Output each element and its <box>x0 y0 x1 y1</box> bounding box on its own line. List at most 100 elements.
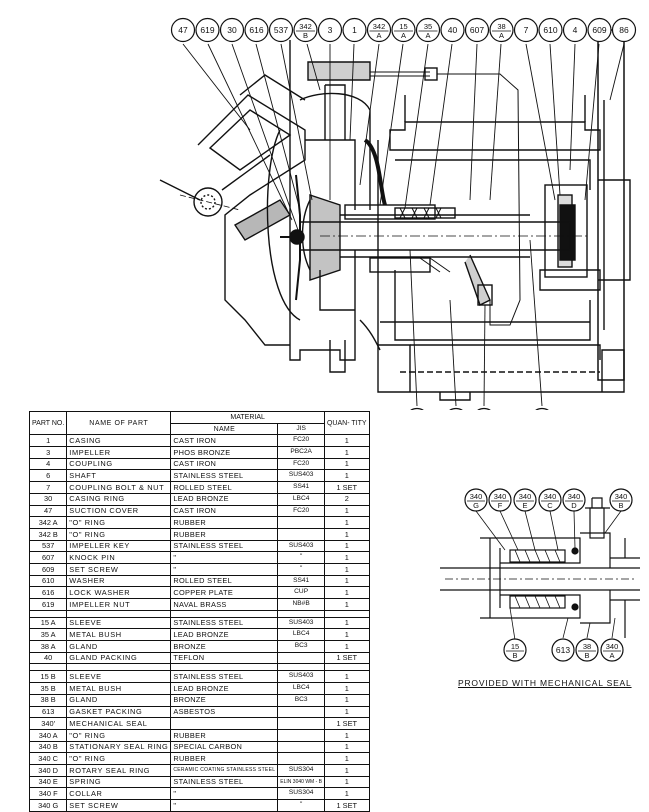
cell-part-no: 610 <box>28 574 68 588</box>
balloon-number: 47 <box>178 25 188 35</box>
cell-jis <box>277 728 325 742</box>
cell-material: SPECIAL CARBON <box>170 740 279 754</box>
cell-quantity: 1 <box>323 457 370 471</box>
cell-part-no: 616 <box>28 586 68 599</box>
cell-part-no: 15 A <box>28 616 68 630</box>
callout-balloon-15b: 15B <box>503 638 527 662</box>
pump-casing <box>266 40 521 373</box>
cell-jis: " <box>277 551 325 564</box>
balloon-circle <box>600 638 624 662</box>
cell-part-name: SHAFT <box>66 469 172 483</box>
callout-balloon-7: 7 <box>513 17 539 43</box>
cell-part-no: 340 G <box>28 799 68 812</box>
balloon-suffix: G <box>473 501 479 510</box>
cell-jis: BC3 <box>277 693 325 707</box>
balloon-number: 4 <box>573 25 578 35</box>
cell-material: RUBBER <box>170 728 279 742</box>
cell-material: ROLLED STEEL <box>170 481 279 494</box>
balloon-circle <box>244 17 269 43</box>
cell-material: BRONZE <box>170 640 279 653</box>
cell-part-name: IMPELLER NUT <box>66 598 172 611</box>
balloon-circle <box>513 17 539 43</box>
balloon-suffix: B <box>618 501 623 510</box>
balloon-circle <box>575 638 599 662</box>
cell-material: CAST IRON <box>170 457 279 471</box>
cell-material: RUBBER <box>170 516 279 529</box>
balloon-number: 40 <box>448 25 458 35</box>
balloon-number: 35 <box>424 22 432 31</box>
balloon-number: 340 <box>544 492 557 501</box>
balloon-suffix: E <box>522 501 527 510</box>
cell-part-name: CASING RING <box>66 492 172 506</box>
cell-jis <box>277 752 325 765</box>
balloon-number: 1 <box>352 25 357 35</box>
balloon-circle <box>415 17 441 43</box>
balloon-suffix: F <box>498 501 503 510</box>
balloon-circle <box>391 17 416 43</box>
cell-quantity: 1 <box>323 640 370 653</box>
cell-part-no: 607 <box>28 551 68 564</box>
balloon-suffix: D <box>571 501 577 510</box>
balloon-circle <box>513 488 537 512</box>
balloon-circle <box>342 17 367 43</box>
cell-quantity: 1 <box>323 787 370 800</box>
cell-part-no: 340 D <box>28 763 68 777</box>
cell-material: CAST IRON <box>170 504 279 518</box>
balloon-suffix: B <box>584 651 589 660</box>
cell-part-name: "O" RING <box>66 527 172 541</box>
cell-part-name: KNOCK PIN <box>66 551 172 564</box>
cell-jis: " <box>277 562 325 576</box>
table-spacer-row <box>28 663 370 672</box>
cell-part-name: METAL BUSH <box>66 682 172 695</box>
balloon-number: 3 <box>328 25 333 35</box>
cell-jis: SS41 <box>277 481 325 494</box>
cell-jis: SUS304 <box>277 763 325 777</box>
balloon-number: 607 <box>470 25 484 35</box>
balloon-suffix: A <box>425 31 430 40</box>
balloon-circle <box>587 17 612 43</box>
balloon-circle <box>503 638 527 662</box>
cell-quantity: 1 <box>323 551 370 564</box>
balloon-circle <box>538 488 562 512</box>
cell-part-name: COLLAR <box>66 787 172 800</box>
balloon-number: 7 <box>524 25 529 35</box>
cell-part-name: SET SCREW <box>66 799 172 812</box>
cell-part-no: 30 <box>28 492 68 506</box>
cell-quantity: 1 SET <box>323 799 370 812</box>
cell-quantity: 1 <box>323 740 370 754</box>
cell-part-no: 342 A <box>28 516 68 529</box>
cell-quantity: 1 <box>323 446 370 459</box>
cell-material: LEAD BRONZE <box>170 628 279 642</box>
cell-part-no: 340 B <box>28 740 68 754</box>
cell-jis: ELIN 3040 WM - B <box>277 775 325 789</box>
cell-part-name: METAL BUSH <box>66 628 172 642</box>
balloon-circle <box>535 407 549 410</box>
callout-balloon-35b: 35B <box>410 407 424 410</box>
balloon-circle <box>489 17 514 43</box>
cell-jis: SUS403 <box>277 670 325 684</box>
cell-quantity: 1 <box>323 616 370 630</box>
cell-quantity: 1 <box>323 598 370 611</box>
callout-balloon-613: 613 <box>551 638 575 662</box>
cell-part-name: "O" RING <box>66 752 172 765</box>
balloon-suffix: A <box>401 31 406 40</box>
balloon-circle <box>293 17 318 43</box>
cell-quantity: 1 <box>323 469 370 483</box>
cell-quantity: 1 <box>323 763 370 777</box>
